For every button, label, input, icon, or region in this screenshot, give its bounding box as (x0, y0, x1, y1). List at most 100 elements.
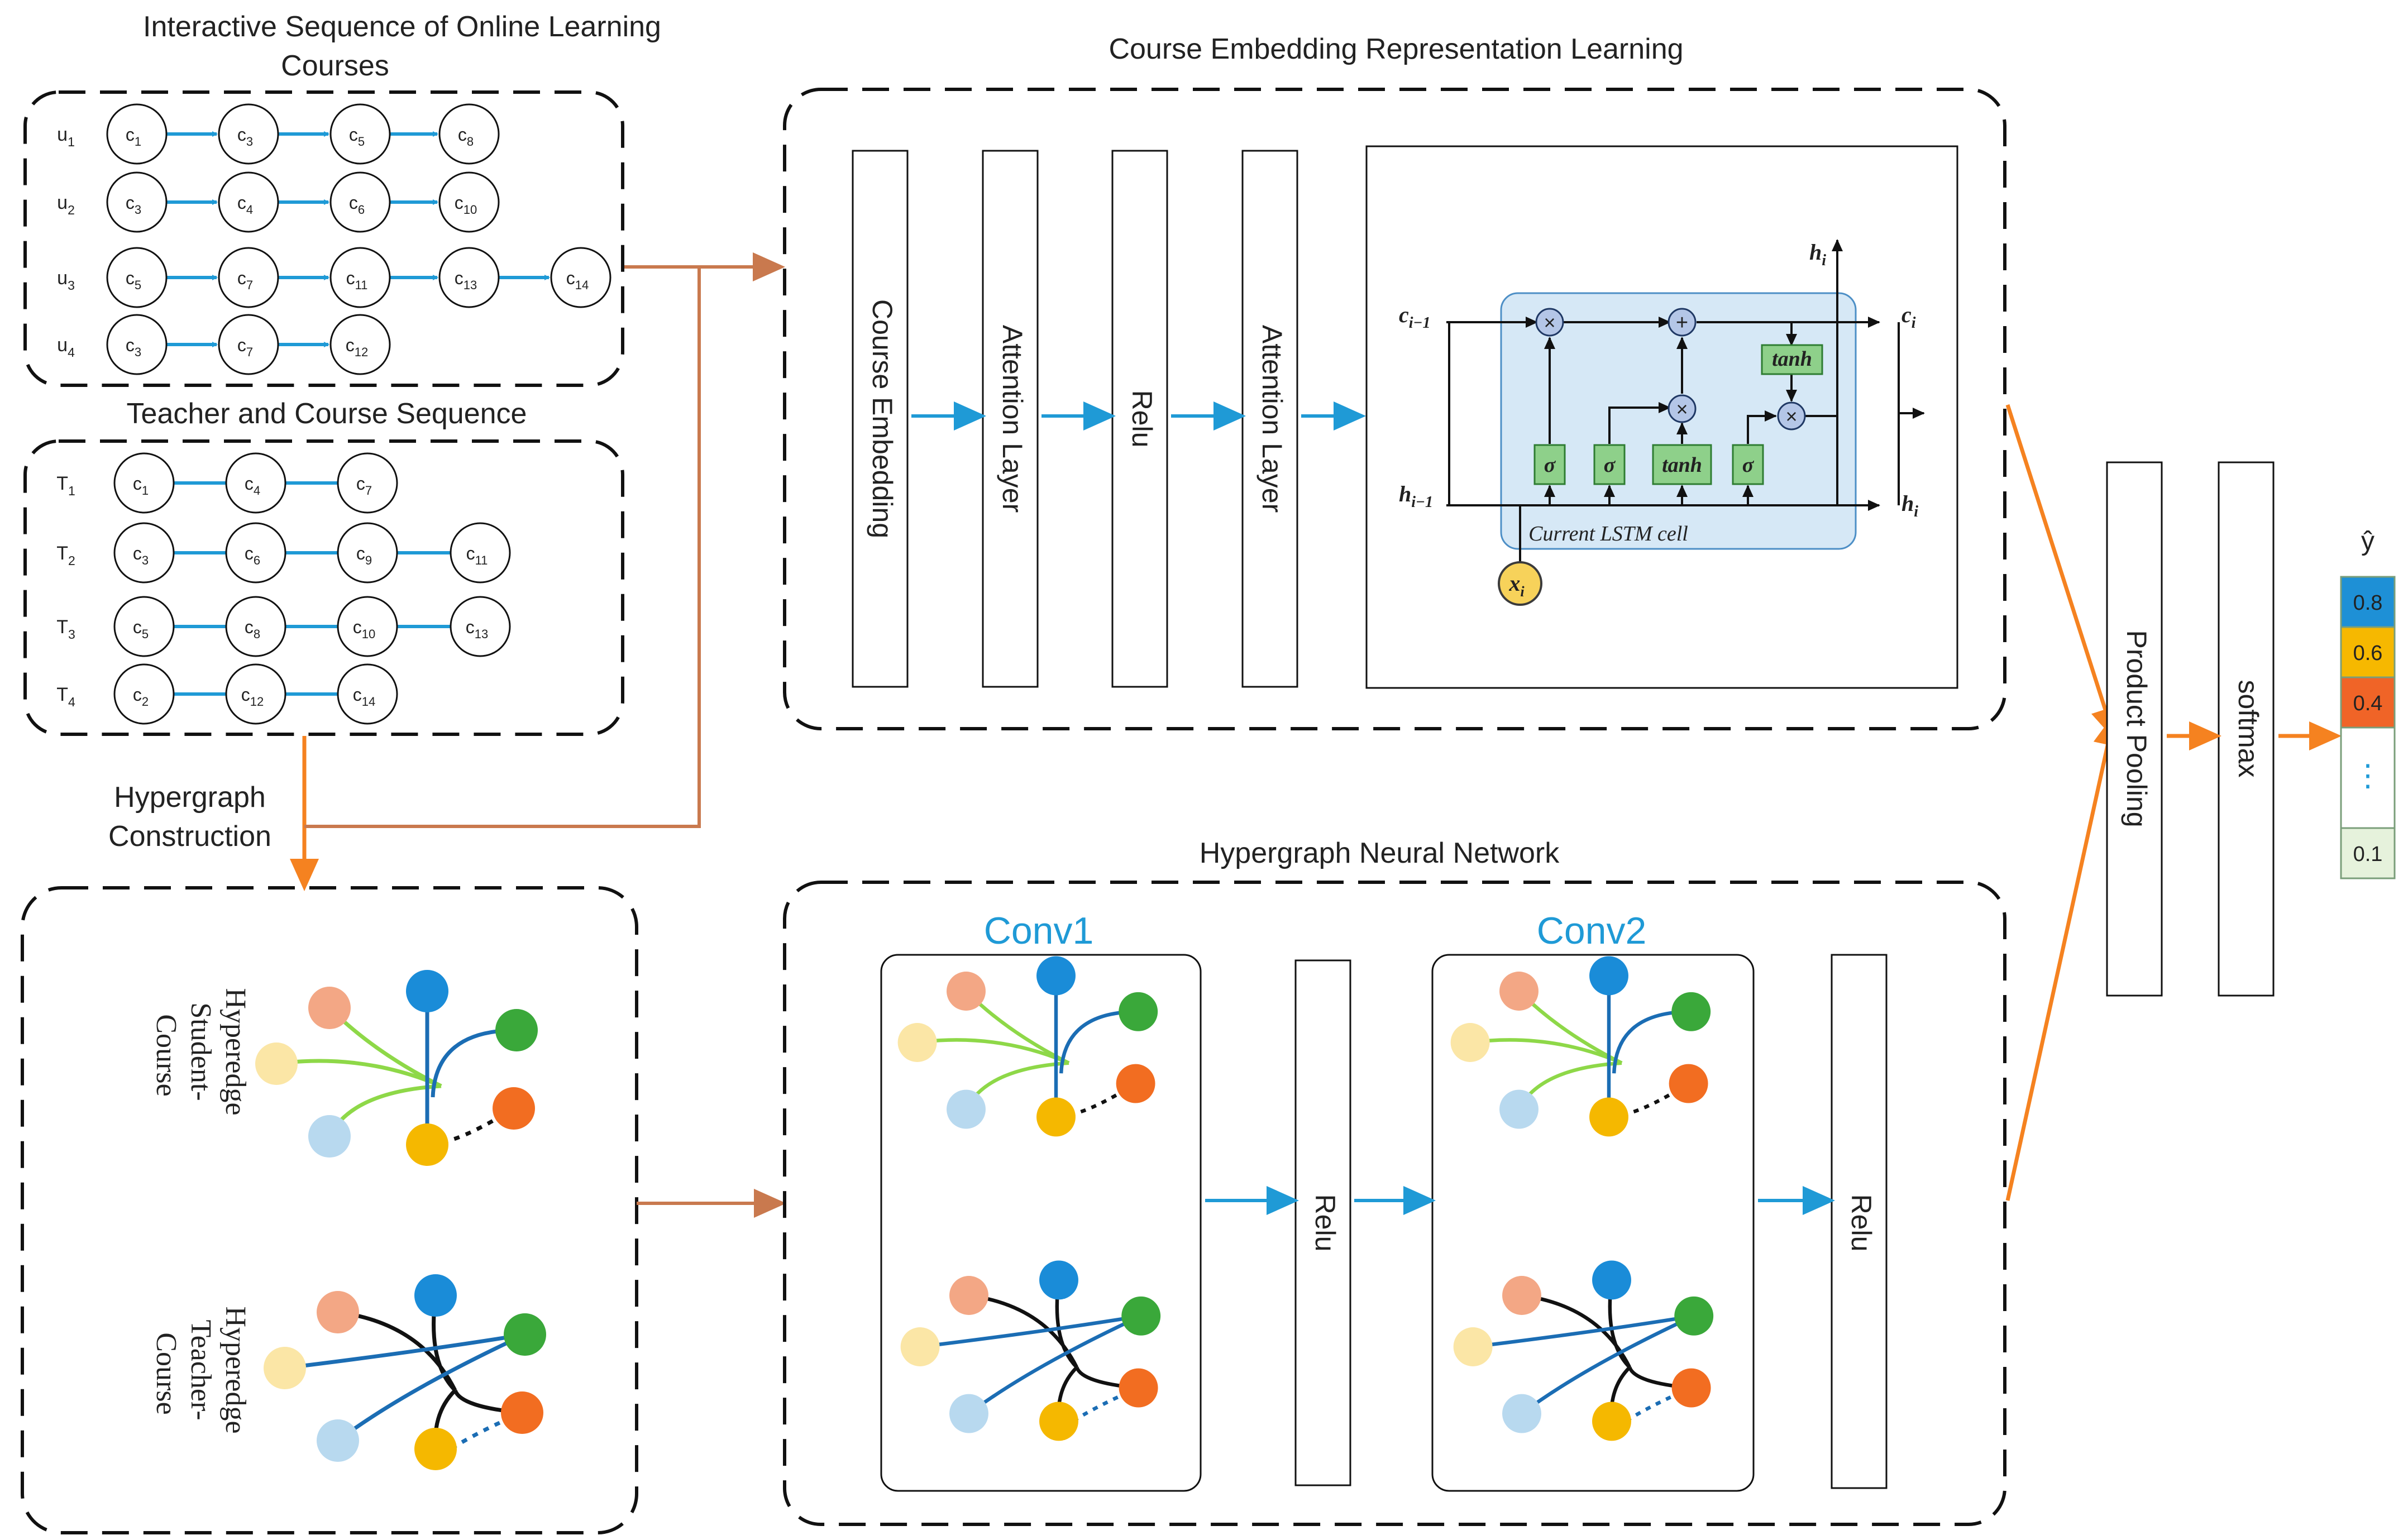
teacher-sequence-box (23, 439, 624, 736)
hypergraph-construction-line2: Construction (108, 820, 271, 853)
course-node (106, 171, 168, 233)
hypergraph-node (501, 1391, 543, 1434)
course-node-label: c3 (237, 125, 253, 149)
output-prediction-bar: 0.80.60.4⋮0.1 (2340, 576, 2396, 879)
course-node (438, 171, 500, 233)
hypergraph-node (1502, 1276, 1541, 1315)
hypergraph-node (308, 987, 351, 1029)
course-node (329, 314, 391, 375)
course-node (450, 522, 511, 584)
attention-layer-1 (982, 150, 1039, 688)
svg-text:tanh: tanh (1662, 453, 1702, 477)
teacher_sequences-user-label: T3 (56, 616, 75, 642)
course-node (218, 103, 279, 165)
relu-layer-label: Relu (1126, 390, 1158, 448)
sequence-connector-line (304, 267, 701, 828)
course-node-label: c7 (356, 474, 372, 498)
course-node (550, 247, 611, 308)
output-score-value: 0.4 (2353, 692, 2383, 715)
hyperedge-curve (968, 1314, 1142, 1415)
conv1-teacher-hypergraph (900, 1260, 1161, 1441)
course-node (225, 663, 286, 725)
hyperedge-curve (1076, 1386, 1139, 1421)
softmax-label: softmax (2233, 680, 2264, 777)
output-score-value: 0.6 (2353, 642, 2383, 665)
course-node (218, 171, 279, 233)
relu-layer (1111, 150, 1168, 688)
student-sequence-title-line2: Courses (281, 50, 389, 82)
softmax-layer (2218, 461, 2275, 997)
course-node-label: c3 (133, 543, 149, 567)
course-embedding-layer-label: Course Embedding (867, 299, 898, 538)
hypergraph-node (1119, 1368, 1158, 1408)
output-score-cell (2340, 626, 2396, 678)
course-node-label: c11 (346, 268, 368, 292)
course-node-label: c14 (353, 685, 375, 709)
hypergraph-node (493, 1087, 535, 1130)
hyperedge-curve (1628, 1386, 1692, 1421)
course-node-label: c8 (245, 617, 260, 641)
hgnn-relu-1 (1294, 959, 1351, 1486)
hypergraph-node (308, 1115, 351, 1158)
hypergraph-construction-line1: Hypergraph (114, 781, 266, 814)
hypergraph-node (1450, 1023, 1490, 1062)
teacher_sequences-user-label: T2 (56, 543, 75, 568)
course-node (329, 103, 391, 165)
course-node (450, 596, 511, 657)
lstm-input-xi (1498, 561, 1542, 606)
hyperedge-curve (920, 1314, 1141, 1349)
course-node (225, 452, 286, 514)
hypergraph-node (1592, 1260, 1631, 1300)
course-node-label: c1 (126, 125, 141, 149)
output-score-cell (2340, 827, 2396, 879)
course-node-label: c12 (346, 335, 368, 359)
hypergraph-node (317, 1419, 359, 1462)
hyperedge-student-course-label: Hyperedge Student- Course (150, 988, 251, 1122)
cell-output-tanh (1761, 344, 1823, 375)
hyperedge-box (21, 886, 638, 1534)
course-node (218, 247, 279, 308)
hypergraph-node (1589, 1097, 1628, 1137)
hyperedge-curve (1473, 1314, 1694, 1349)
course-node (329, 247, 391, 308)
svg-text:xi: xi (1508, 571, 1525, 600)
course-node (106, 103, 168, 165)
conv1-label: Conv1 (984, 910, 1094, 952)
hypergraph-node (900, 1327, 940, 1366)
hypergraph-node (1669, 1064, 1708, 1103)
course-node (329, 171, 391, 233)
output-score-value: 0.8 (2353, 591, 2383, 615)
output-score-cell (2340, 726, 2396, 829)
course-node-label: c12 (241, 685, 264, 709)
svg-text:σ: σ (1544, 453, 1556, 477)
hypergraph-node (1499, 1089, 1539, 1129)
hypergraph-node (1671, 992, 1711, 1031)
course-node-label: c4 (245, 474, 260, 498)
student-sequence-panel: Interactive Sequence of Online Learning … (23, 11, 661, 387)
course-node-label: c10 (455, 193, 477, 217)
hypergraph-node (1121, 1296, 1161, 1336)
course-node (106, 247, 168, 308)
teacher-sequence-title: Teacher and Course Sequence (127, 398, 527, 430)
hyperedge-curve (1470, 1038, 1623, 1065)
course-node-label: c8 (458, 125, 474, 149)
output-multiply-op (1777, 401, 1806, 431)
c-out-label: ci (1901, 302, 1916, 332)
hgnn-to-pooling-arrow (2005, 713, 2122, 1201)
hyperedge-curve (1521, 1314, 1695, 1415)
conv2-teacher-hypergraph (1453, 1260, 1714, 1441)
lstm-cell-label: Current LSTM cell (1528, 522, 1688, 546)
y-hat-label: ŷ (2361, 527, 2374, 556)
course-node (113, 596, 175, 657)
course-node-label: c13 (455, 268, 477, 292)
student_sequences-user-label: u1 (57, 124, 75, 149)
teacher-course-hypergraph (264, 1274, 546, 1470)
course-node (225, 522, 286, 584)
course-node-label: c3 (126, 193, 141, 217)
hypergraph-node (947, 972, 986, 1011)
hypergraph-node (1499, 972, 1539, 1011)
forget-multiply-op (1535, 308, 1564, 337)
